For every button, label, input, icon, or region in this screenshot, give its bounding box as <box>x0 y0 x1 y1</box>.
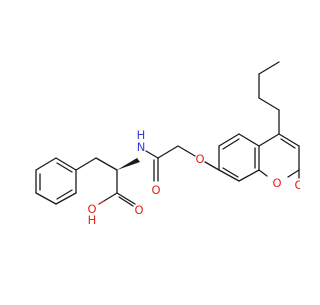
atom-label-acid-oh: O <box>87 202 96 216</box>
bond <box>95 157 118 171</box>
bond <box>280 138 296 149</box>
bond <box>218 169 240 182</box>
bond <box>238 169 260 182</box>
atom-label-lactone-o: O <box>294 178 300 192</box>
molecule-canvas: N H O O H O O O O <box>35 61 304 227</box>
bond <box>55 192 77 205</box>
bond <box>75 157 97 171</box>
bond <box>258 133 280 147</box>
bond <box>238 133 260 147</box>
phenylalanine-backbone <box>75 157 140 207</box>
bond <box>278 133 300 147</box>
bond <box>157 145 179 159</box>
bond <box>258 169 268 177</box>
bond <box>35 157 57 171</box>
butyl-chain <box>258 61 280 135</box>
atom-label-n: N <box>137 140 146 154</box>
atom-label-acid-h: H <box>88 213 97 227</box>
atom-labels: N H O O H O O O O <box>87 128 303 227</box>
structure-diagram: N H O O H O O O O <box>35 61 304 227</box>
atom-label-nh: H <box>137 128 146 142</box>
bond <box>56 189 73 200</box>
bond <box>258 97 280 111</box>
atom-label-ether-o: O <box>195 152 204 166</box>
bond <box>145 150 159 159</box>
coumarin-benzo-ring <box>218 133 260 182</box>
bond <box>204 161 220 171</box>
atom-label-amide-o: O <box>151 183 160 197</box>
bond <box>55 157 77 171</box>
bond <box>116 192 136 205</box>
bond <box>98 200 105 205</box>
bond <box>222 138 240 150</box>
bond <box>177 145 196 157</box>
bond <box>118 196 134 207</box>
stereo-wedge <box>117 158 140 170</box>
atom-label-ring-o: O <box>272 176 281 190</box>
bond <box>35 192 57 205</box>
bond <box>287 169 300 178</box>
phenyl-ring <box>35 157 77 205</box>
atom-label-acid-o: O <box>134 203 143 217</box>
bond <box>258 61 280 75</box>
bond <box>56 162 73 173</box>
bond <box>218 133 240 147</box>
coumarin-pyrone-ring <box>258 133 300 179</box>
glycolamide-linker <box>145 145 220 182</box>
bond <box>222 167 239 178</box>
